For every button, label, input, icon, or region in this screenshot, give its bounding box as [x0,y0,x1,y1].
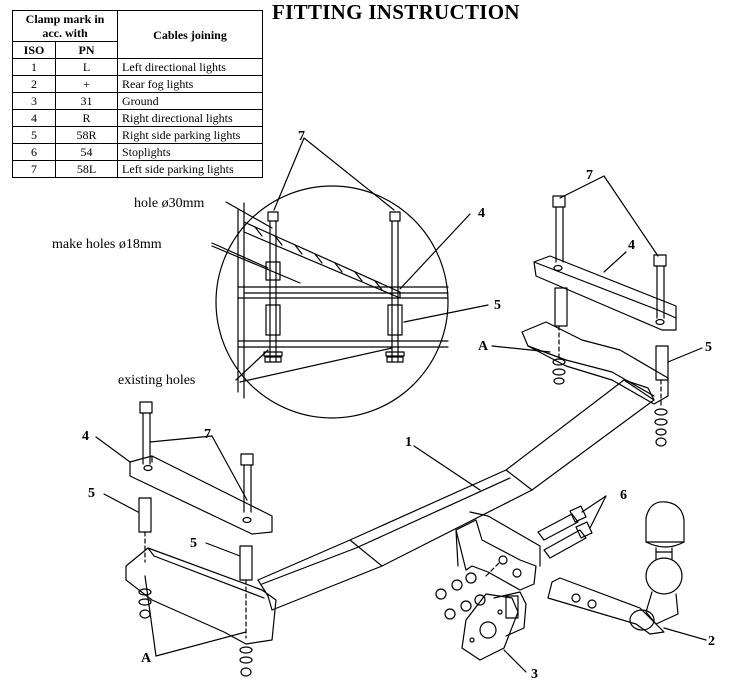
desc-cell: Right directional lights [117,109,263,127]
socket-plate [461,591,527,661]
main-crossbar [257,379,655,611]
table-row: 7 58L Left side parking lights [12,160,263,178]
table-row: 6 54 Stoplights [12,143,263,161]
detail-circle [215,185,449,419]
table-row: 5 58R Right side parking lights [12,126,263,144]
part-6-label: 6 [620,488,627,503]
pn-cell: 58L [55,160,118,178]
left-plate-assembly [125,401,277,677]
make-holes-18mm-label: make holes ø18mm [52,237,162,252]
table-row: 3 31 Ground [12,92,263,110]
point-a-right-label: A [478,339,489,354]
part-4-right-label: 4 [628,238,635,253]
pn-cell: 54 [55,143,118,161]
part-5-detail-label: 5 [494,298,501,313]
desc-cell: Ground [117,92,263,110]
header-pn: PN [55,41,118,59]
page-title: FITTING INSTRUCTION [272,0,520,24]
part-1-label: 1 [405,435,412,450]
iso-cell: 7 [12,160,56,178]
part-7-detail-label: 7 [298,129,305,144]
part-4-left-label: 4 [82,429,89,444]
detail-view [211,185,489,419]
detail-bolt-left [263,211,283,363]
table-row: 4 R Right directional lights [12,109,263,127]
tow-ball [547,501,685,635]
desc-cell: Stoplights [117,143,263,161]
part-5-left-label: 5 [88,486,95,501]
desc-cell: Left side parking lights [117,160,263,178]
part-7-right-label: 7 [586,168,593,183]
right-plate-assembly [521,195,677,447]
part-3-label: 3 [531,667,538,682]
point-a-left-label: A [141,651,152,666]
desc-cell: Right side parking lights [117,126,263,144]
part-5-center-label: 5 [190,536,197,551]
detail-bolt-right [385,211,405,363]
bolts-6 [537,505,593,559]
part-5-right-label: 5 [705,340,712,355]
part-7-left-label: 7 [204,427,211,442]
header-cables-joining: Cables joining [117,10,263,59]
center-mount [435,511,541,620]
header-clamp-mark: Clamp mark in acc. with [12,10,118,42]
existing-holes-label: existing holes [118,373,195,388]
part-2-label: 2 [708,634,715,649]
hole-30mm-label: hole ø30mm [134,196,204,211]
cable-legend-table: Clamp mark in acc. with Cables joining I… [12,10,263,178]
part-4-detail-label: 4 [478,206,485,221]
pn-cell: 31 [55,92,118,110]
